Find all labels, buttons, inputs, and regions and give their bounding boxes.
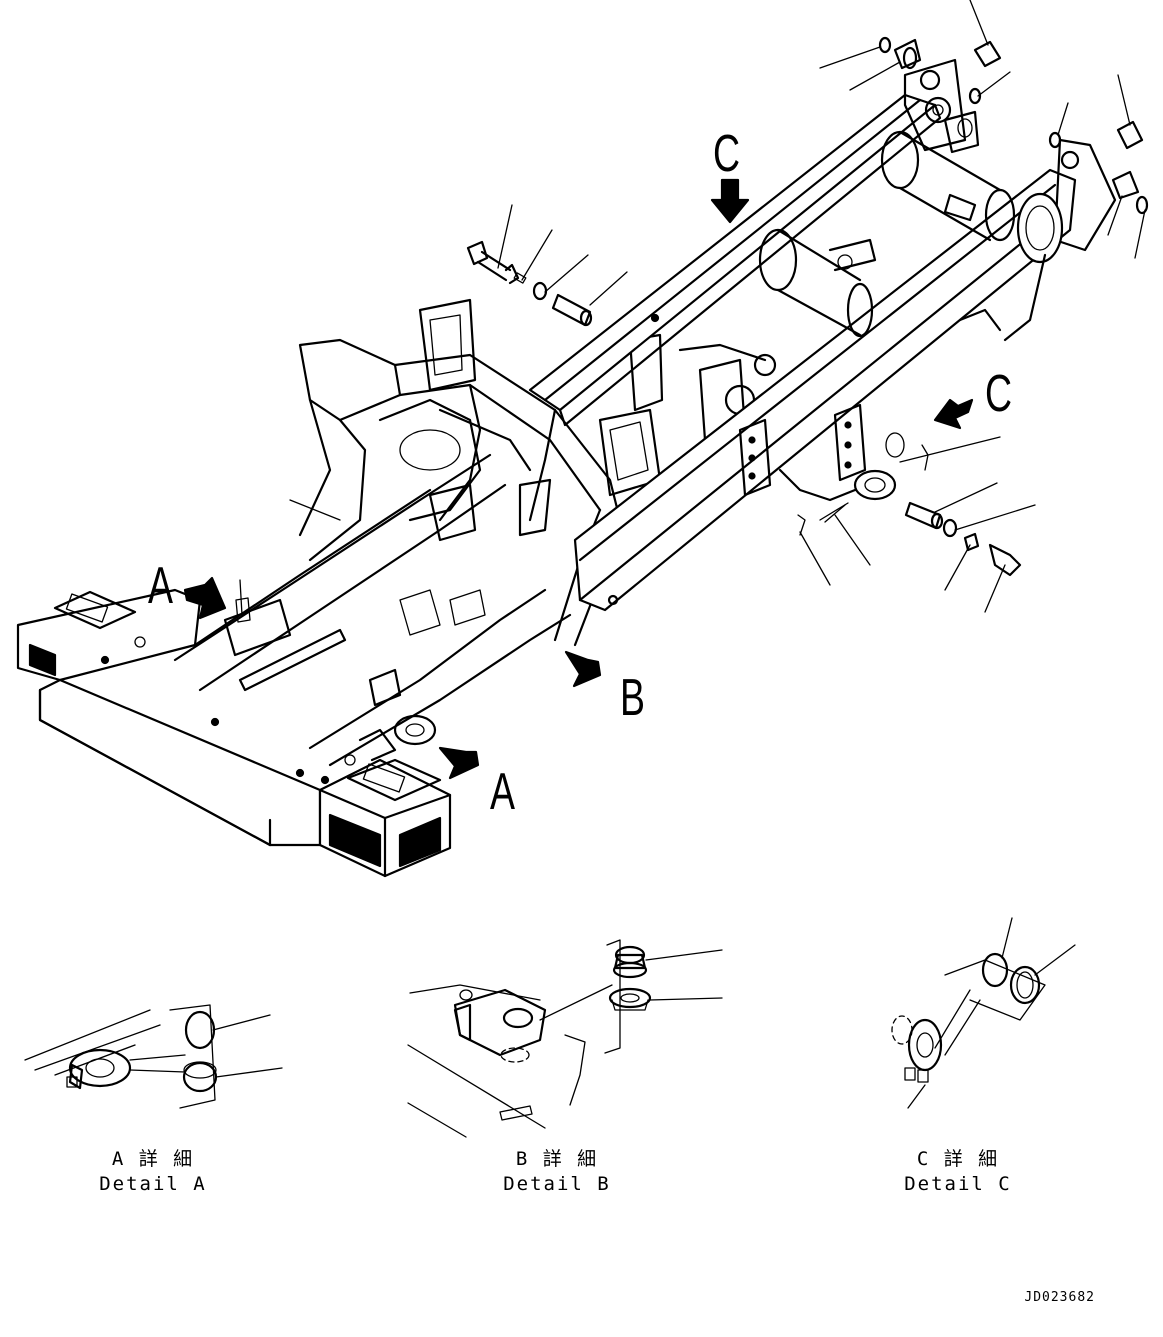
center-x-member — [298, 298, 777, 647]
view-arrow-a-left — [183, 576, 227, 620]
detail-b-caption: B 詳 細 Detail B — [472, 1147, 642, 1197]
exploded-parts-top-right — [819, 0, 1149, 259]
detail-c-caption: C 詳 細 Detail C — [873, 1147, 1043, 1197]
leader-lines-main — [235, 499, 341, 623]
right-main-rail — [573, 138, 1117, 612]
detail-c-title-en: Detail C — [904, 1173, 1012, 1196]
detail-a-caption: A 詳 細 Detail A — [68, 1147, 238, 1197]
view-label-a-bottom: A — [490, 763, 515, 821]
detail-a-title-en: Detail A — [99, 1173, 207, 1196]
view-label-c-right: C — [985, 365, 1013, 423]
exploded-bolt-parts-left — [466, 204, 628, 327]
left-front-rail — [173, 453, 572, 767]
view-arrow-c-right — [933, 398, 974, 430]
view-arrow-a-bottom — [438, 746, 480, 780]
detail-a-title-ja: A 詳 細 — [111, 1148, 195, 1170]
detail-b-drawing — [407, 939, 723, 1138]
front-cross-beam — [16, 588, 452, 878]
view-label-a-left: A — [148, 557, 173, 615]
left-main-rail — [528, 58, 980, 427]
detail-b-title-en: Detail B — [503, 1173, 611, 1196]
detail-c-drawing — [891, 917, 1076, 1109]
pivot-boss-right — [778, 432, 905, 502]
view-label-b: B — [620, 669, 645, 727]
view-arrow-b — [564, 650, 602, 688]
detail-b-title-ja: B 詳 細 — [515, 1148, 599, 1170]
detail-a-drawing — [24, 1004, 283, 1109]
view-label-c-top: C — [713, 125, 741, 183]
exploded-parts-right — [797, 436, 1036, 613]
detail-c-title-ja: C 詳 細 — [916, 1148, 1000, 1170]
view-arrow-c-top — [710, 178, 750, 224]
drawing-number: JD023682 — [1024, 1290, 1095, 1305]
cross-tubes — [758, 130, 1016, 338]
